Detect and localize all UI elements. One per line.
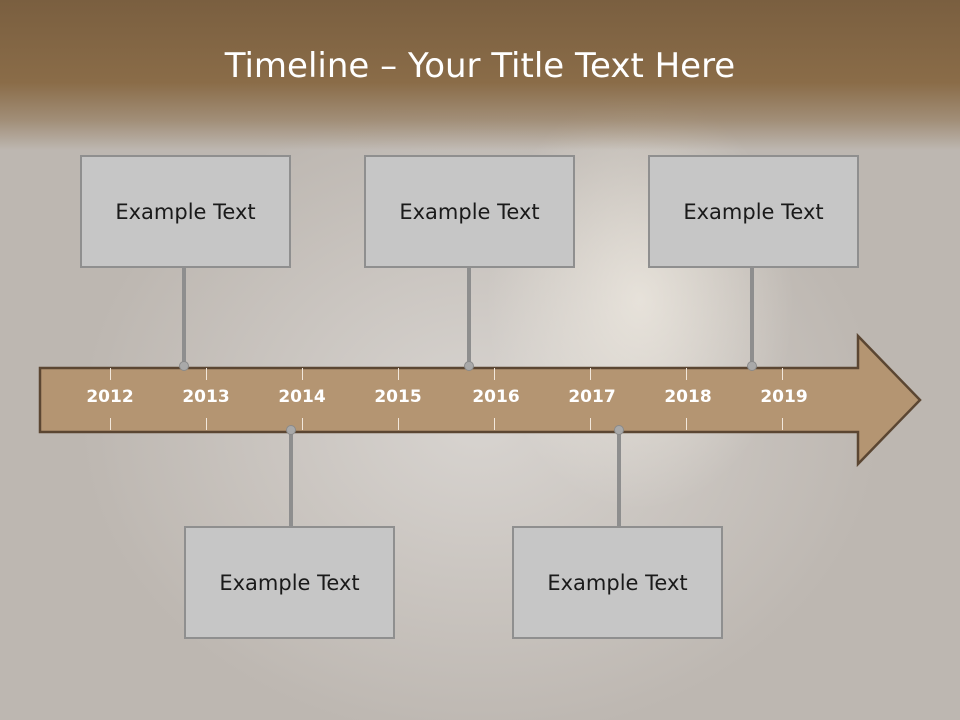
tick-2019-bottom — [782, 418, 783, 430]
tick-2018-top — [686, 368, 687, 380]
top-connector-3 — [750, 268, 754, 366]
bottom-connector-1 — [289, 430, 293, 528]
bottom-connector-dot-2 — [614, 425, 624, 435]
tick-2012-top — [110, 368, 111, 380]
event-text: Example Text — [683, 199, 824, 224]
top-connector-dot-3 — [747, 361, 757, 371]
year-label-2014: 2014 — [278, 387, 326, 407]
event-box-bottom-2: Example Text — [512, 526, 723, 639]
top-connector-1 — [182, 268, 186, 366]
tick-2015-top — [398, 368, 399, 380]
bottom-connector-dot-1 — [286, 425, 296, 435]
tick-2016-bottom — [494, 418, 495, 430]
event-text: Example Text — [547, 570, 688, 595]
tick-2013-bottom — [206, 418, 207, 430]
event-text: Example Text — [219, 570, 360, 595]
tick-2018-bottom — [686, 418, 687, 430]
event-text: Example Text — [115, 199, 256, 224]
year-label-2015: 2015 — [374, 387, 422, 407]
year-label-2016: 2016 — [472, 387, 520, 407]
tick-2019-top — [782, 368, 783, 380]
slide-title: Timeline – Your Title Text Here — [224, 46, 736, 86]
tick-2012-bottom — [110, 418, 111, 430]
year-label-2012: 2012 — [86, 387, 134, 407]
timeline-arrow-shape — [38, 332, 922, 468]
tick-2015-bottom — [398, 418, 399, 430]
event-box-top-2: Example Text — [364, 155, 575, 268]
bottom-connector-2 — [617, 430, 621, 528]
year-label-2017: 2017 — [568, 387, 616, 407]
tick-2013-top — [206, 368, 207, 380]
tick-2017-bottom — [590, 418, 591, 430]
tick-2014-bottom — [302, 418, 303, 430]
tick-2014-top — [302, 368, 303, 380]
top-connector-dot-1 — [179, 361, 189, 371]
top-connector-2 — [467, 268, 471, 366]
event-box-top-1: Example Text — [80, 155, 291, 268]
top-connector-dot-2 — [464, 361, 474, 371]
tick-2016-top — [494, 368, 495, 380]
event-box-bottom-1: Example Text — [184, 526, 395, 639]
year-label-2018: 2018 — [664, 387, 712, 407]
title-band — [0, 0, 960, 150]
year-label-2013: 2013 — [182, 387, 230, 407]
event-text: Example Text — [399, 199, 540, 224]
event-box-top-3: Example Text — [648, 155, 859, 268]
year-label-2019: 2019 — [760, 387, 808, 407]
tick-2017-top — [590, 368, 591, 380]
